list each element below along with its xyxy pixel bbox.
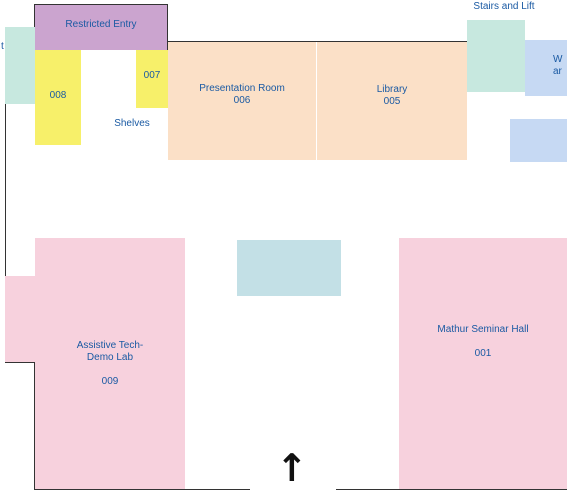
room-008-label: 008 — [49, 90, 67, 101]
mathur-hall-name: Mathur Seminar Hall — [437, 324, 529, 335]
library-number: 005 — [383, 96, 401, 107]
presentation-room[interactable]: Presentation Room 006 — [168, 42, 316, 160]
wall-restricted-top — [35, 4, 168, 5]
library-room[interactable]: Library 005 — [317, 42, 467, 160]
room-007[interactable]: 007 — [136, 50, 168, 108]
mathur-hall-number: 001 — [474, 348, 492, 359]
right-edge-room-upper[interactable]: W ar — [525, 40, 567, 96]
wall-bottom-left — [34, 489, 250, 490]
right-edge-label: W ar — [553, 54, 563, 77]
library-name: Library — [376, 84, 408, 95]
wall-top-middle — [167, 41, 467, 42]
wall-restricted-right — [167, 4, 168, 50]
right-edge-room-lower[interactable] — [510, 119, 567, 162]
restricted-entry-label: Restricted Entry — [65, 19, 137, 30]
restricted-entry-room[interactable]: Restricted Entry — [35, 5, 167, 50]
entrance-arrow-icon: ↑ — [276, 446, 308, 490]
assistive-tech-lab-extension[interactable] — [5, 276, 35, 362]
stairs-lift-room[interactable] — [467, 20, 525, 92]
assistive-tech-demo-lab[interactable]: Assistive Tech- Demo Lab 009 — [35, 238, 185, 489]
room-008[interactable]: 008 — [35, 50, 81, 145]
assistive-lab-number: 009 — [101, 376, 119, 387]
wall-left — [5, 41, 6, 363]
assistive-lab-name: Assistive Tech- Demo Lab — [76, 340, 144, 363]
central-block[interactable] — [237, 240, 341, 296]
left-edge-room[interactable]: t — [1, 27, 35, 104]
wall-left-step — [5, 362, 35, 363]
room-007-label: 007 — [143, 70, 161, 81]
left-edge-label: t — [1, 41, 4, 52]
stairs-lift-label: Stairs and Lift — [473, 1, 535, 12]
presentation-room-number: 006 — [233, 95, 251, 106]
presentation-room-name: Presentation Room — [199, 83, 285, 94]
wall-bottom-right — [336, 489, 567, 490]
mathur-seminar-hall[interactable]: Mathur Seminar Hall 001 — [399, 238, 567, 489]
wall-left-lower — [34, 362, 35, 490]
shelves-label: Shelves — [114, 118, 150, 129]
